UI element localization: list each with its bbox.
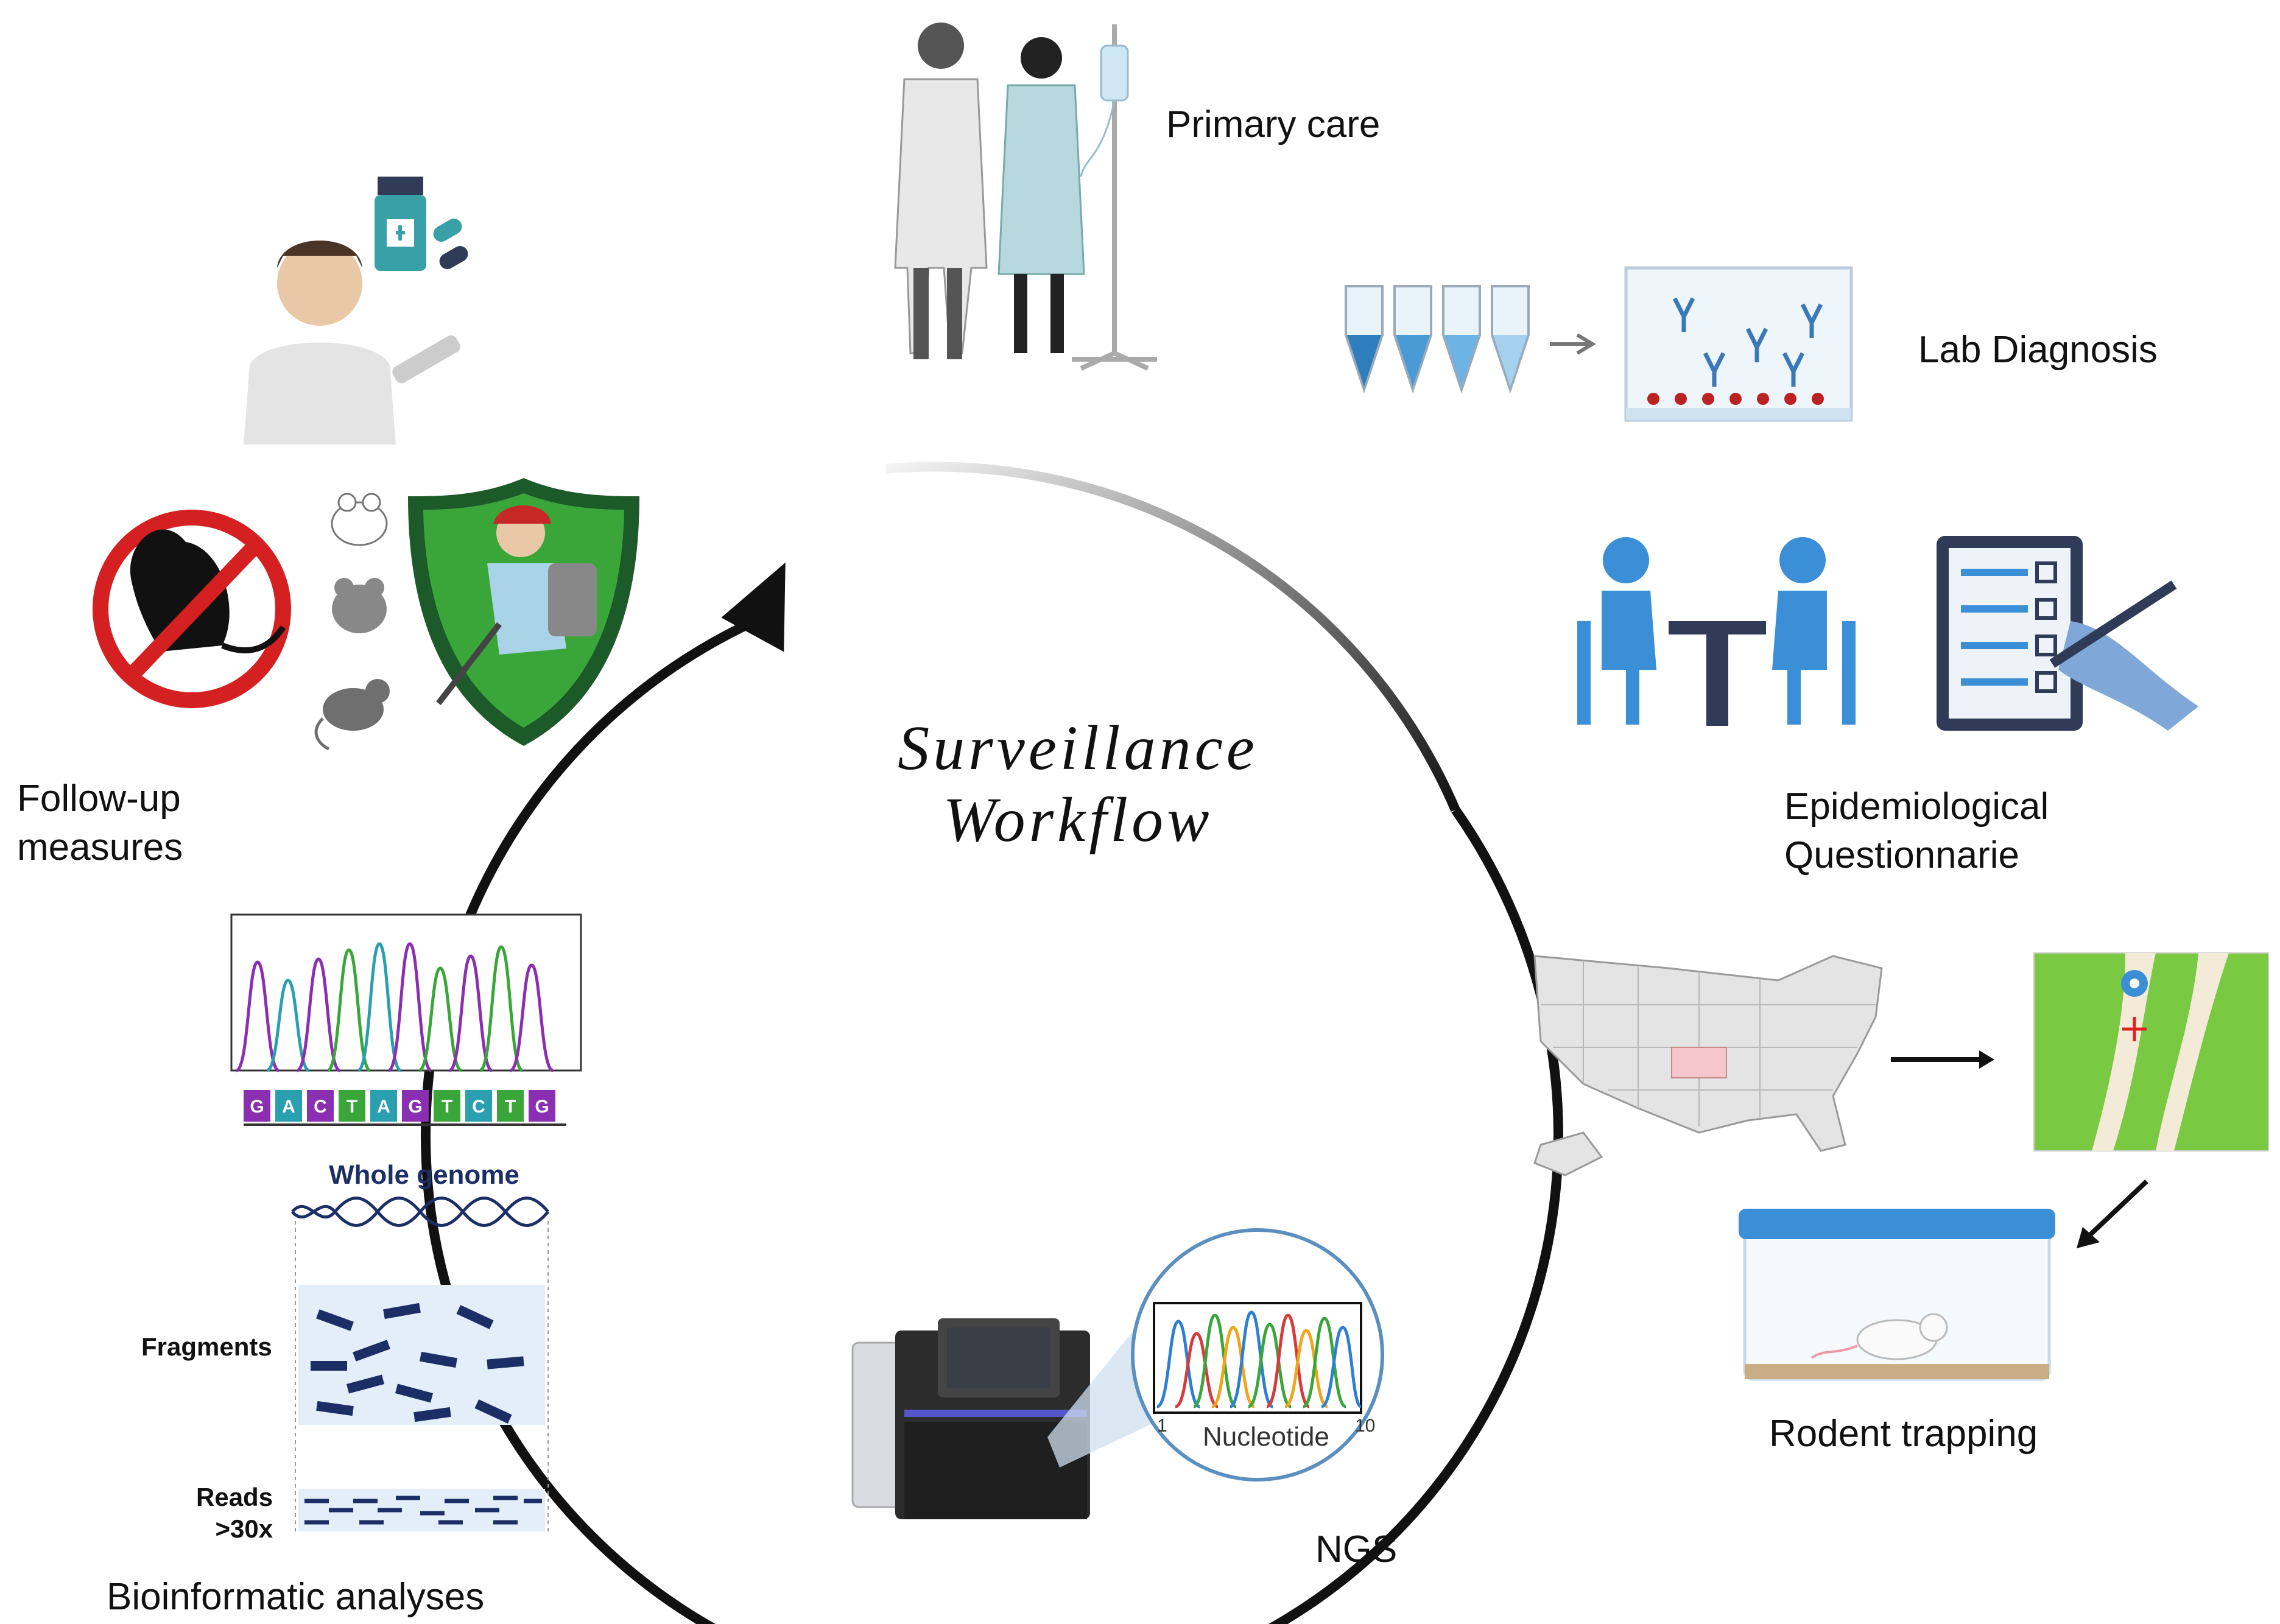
center-title-line2: Workflow — [943, 785, 1213, 855]
location-map-icon — [2033, 952, 2269, 1151]
sequencer-machine-icon — [851, 1318, 1090, 1519]
dna-base: G — [244, 1090, 270, 1122]
iv-drip-icon — [1072, 24, 1157, 371]
dna-base-row: G A C T A G T C T G — [244, 1090, 566, 1126]
dna-base: T — [497, 1090, 524, 1122]
interview-table-icon — [1577, 537, 1856, 726]
ngs-label: NGS — [1315, 1528, 1398, 1570]
followup-label: Follow-up measures — [17, 775, 183, 872]
dna-base: T — [339, 1090, 365, 1122]
reads-label: Reads >30x — [196, 1482, 273, 1545]
rodent-cage-icon — [1739, 1209, 2055, 1381]
lab-diagnosis-illustration — [1345, 266, 1853, 422]
ngs-axis-end: 10 — [1355, 1416, 1376, 1436]
primary-care-label: Primary care — [1166, 104, 1381, 146]
mouse-icon — [314, 679, 390, 751]
ngs-axis-label: Nucleotide — [1203, 1422, 1329, 1452]
questionnaire-clipboard-icon — [1937, 536, 2198, 731]
mouse-icons-column — [314, 493, 390, 751]
dna-base: C — [307, 1090, 334, 1122]
cycle-arc-light — [885, 462, 1460, 812]
mouse-icon — [332, 578, 387, 633]
map-arrow-right — [1891, 1050, 1994, 1069]
cycle-arrowhead — [721, 562, 786, 652]
pest-control-shield-icon — [408, 478, 639, 746]
ngs-axis-start: 1 — [1157, 1416, 1167, 1436]
whole-genome-title: Whole genome — [329, 1160, 519, 1190]
dna-base: G — [402, 1090, 429, 1122]
patient-figure-icon — [997, 37, 1085, 353]
bioinformatic-label: Bioinformatic analyses — [107, 1576, 485, 1618]
primary-care-illustration — [894, 23, 1157, 371]
usa-map-icon — [1533, 955, 1883, 1176]
followup-line2: measures — [17, 826, 183, 868]
epi-questionnaire-line1: Epidemiological — [1784, 786, 2049, 828]
medicine-bottle-icon — [375, 177, 468, 271]
dna-base: A — [275, 1090, 302, 1122]
dna-helix-icon — [291, 1197, 549, 1534]
dna-base: C — [465, 1090, 492, 1122]
elisa-plate-icon — [1624, 266, 1853, 422]
reads-label-line1: Reads — [196, 1483, 273, 1511]
epi-questionnaire-illustration — [1577, 536, 2198, 731]
reads-label-line2: >30x — [215, 1514, 273, 1543]
dna-base: A — [370, 1090, 397, 1122]
vaccination-person-icon — [244, 177, 468, 445]
map-arrow-diagonal — [2077, 1179, 2148, 1248]
epi-questionnaire-label: Epidemiological Questionnarie — [1784, 782, 2049, 880]
no-rat-sign-icon — [93, 510, 291, 708]
mouse-icon — [331, 493, 388, 546]
dna-base: G — [529, 1090, 555, 1122]
center-title-line1: Surveillance — [898, 713, 1258, 783]
lab-arrow — [1550, 333, 1596, 355]
epi-questionnaire-line2: Questionnarie — [1784, 834, 2020, 876]
test-tube-icon — [1345, 285, 1530, 394]
followup-line1: Follow-up — [17, 778, 181, 820]
chromatogram-icon — [1131, 1228, 1384, 1482]
doctor-figure-icon — [894, 23, 988, 359]
sanger-chromatogram-icon — [230, 913, 582, 1072]
kansas-highlight — [1671, 1047, 1727, 1078]
fragments-label: Fragments — [141, 1332, 272, 1361]
lab-diagnosis-label: Lab Diagnosis — [1918, 329, 2158, 371]
rodent-trapping-label: Rodent trapping — [1769, 1413, 2038, 1455]
dna-base: T — [434, 1090, 460, 1122]
